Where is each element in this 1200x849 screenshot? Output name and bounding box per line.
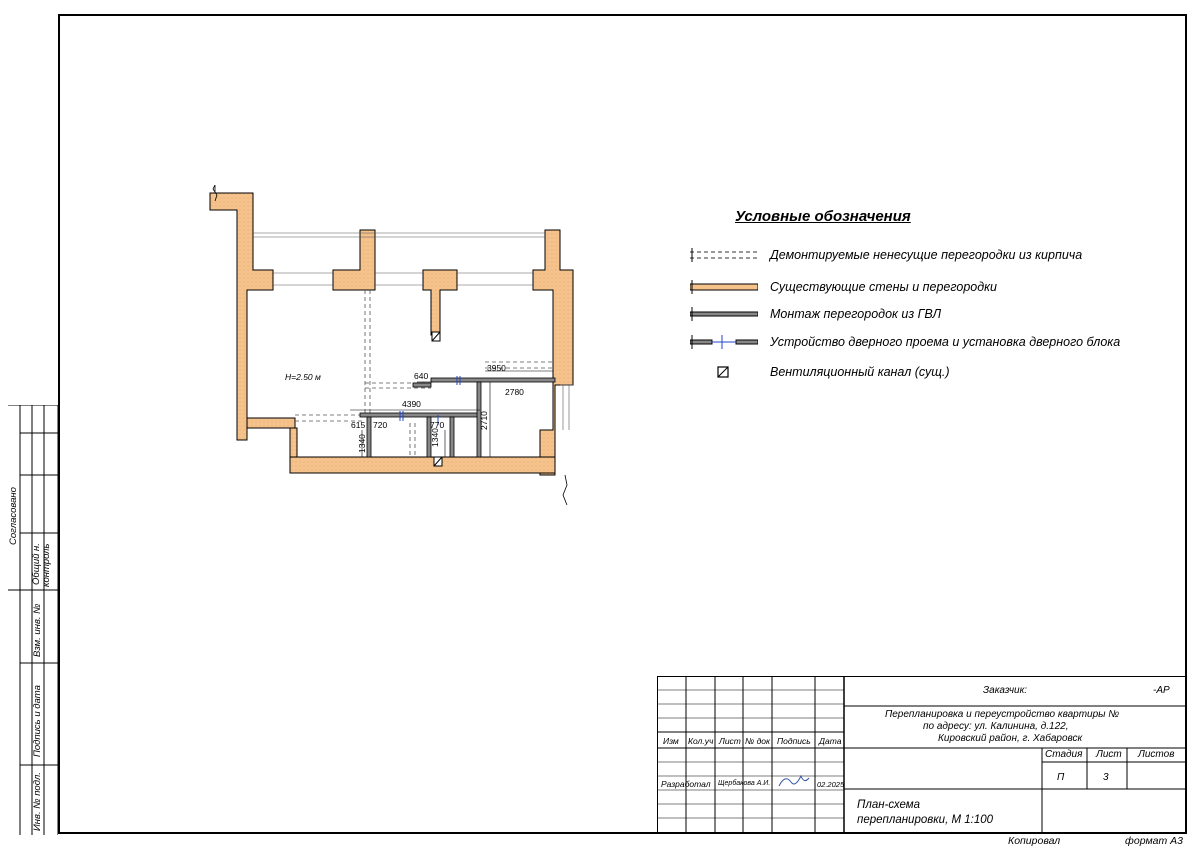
gvl-wall-symbol-icon bbox=[690, 307, 758, 321]
dim-4390: 4390 bbox=[402, 399, 421, 409]
developed-date: 02.2025 bbox=[817, 780, 845, 789]
dim-1340-a: 1340 bbox=[357, 434, 367, 453]
legend-item-door: Устройство дверного проема и установка д… bbox=[690, 332, 1120, 352]
project-line-2: по адресу: ул. Калинина, д.122, bbox=[923, 721, 1069, 732]
existing-wall-symbol-icon bbox=[690, 280, 758, 294]
dim-3950: 3950 bbox=[487, 363, 506, 373]
signature-icon bbox=[778, 774, 810, 787]
header-data: Дата bbox=[819, 736, 842, 746]
legend-label: Существующие стены и перегородки bbox=[770, 280, 997, 294]
sheets-label: Листов bbox=[1138, 749, 1175, 760]
floor-plan: H=2.50 м 640 3950 2780 4390 615 720 770 … bbox=[209, 185, 574, 506]
sheet-value: 3 bbox=[1103, 772, 1109, 783]
stamp-inv-podl: Инв. № подл. bbox=[32, 772, 43, 831]
wall-stub bbox=[246, 417, 296, 429]
legend-label: Демонтируемые ненесущие перегородки из к… bbox=[770, 248, 1083, 262]
drawing-title-1: План-схема bbox=[857, 799, 921, 811]
stamp-podpis-data: Подпись и дата bbox=[32, 685, 43, 757]
stamp-kontrol-2: контроль bbox=[41, 543, 52, 587]
footer-format: формат А3 bbox=[1125, 835, 1183, 847]
wall-column-1 bbox=[332, 229, 376, 291]
side-stamp bbox=[8, 405, 58, 835]
dim-720: 720 bbox=[373, 420, 387, 430]
dashed-wall-symbol-icon bbox=[690, 248, 758, 262]
header-podpis: Подпись bbox=[777, 736, 811, 746]
legend-label: Монтаж перегородок из ГВЛ bbox=[770, 307, 942, 321]
customer-label: Заказчик: bbox=[983, 685, 1028, 696]
project-line-1: Перепланировка и переустройство квартиры… bbox=[885, 709, 1120, 720]
wall-column-2 bbox=[422, 269, 458, 336]
stage-value: П bbox=[1057, 772, 1065, 783]
header-list: Лист bbox=[719, 736, 741, 746]
header-kol-uch: Кол.уч bbox=[688, 736, 714, 746]
side-stamp-labels: Согласовано Общий н. контроль Взм. инв. … bbox=[8, 405, 58, 833]
legend-item-gvl: Монтаж перегородок из ГВЛ bbox=[690, 304, 941, 324]
developed-label: Разработал bbox=[661, 779, 711, 789]
dim-615: 615 bbox=[351, 420, 365, 430]
legend-item-vent: Вентиляционный канал (сущ.) bbox=[690, 362, 950, 382]
room-height-label: H=2.50 м bbox=[285, 372, 321, 382]
project-line-3: Кировский район, г. Хабаровск bbox=[938, 733, 1083, 744]
legend-item-existing: Существующие стены и перегородки bbox=[690, 277, 997, 297]
legend-item-demolished: Демонтируемые ненесущие перегородки из к… bbox=[690, 245, 1082, 265]
wall-bottom bbox=[289, 456, 556, 474]
dim-2710: 2710 bbox=[479, 411, 489, 430]
legend-label: Вентиляционный канал (сущ.) bbox=[770, 365, 950, 379]
title-block-grid bbox=[657, 676, 1187, 834]
stage-label: Стадия bbox=[1045, 749, 1083, 760]
developer-name: Щербакова А.И. bbox=[718, 780, 771, 787]
header-izm: Изм bbox=[663, 736, 679, 746]
footer-copied: Копировал bbox=[1008, 835, 1061, 847]
wall-left bbox=[209, 192, 274, 441]
dim-640: 640 bbox=[414, 371, 428, 381]
sheet-label: Лист bbox=[1096, 749, 1122, 760]
wall-bottom-left bbox=[289, 427, 298, 458]
door-opening-symbol-icon bbox=[690, 335, 758, 349]
drawing-frame bbox=[58, 14, 1187, 834]
title-block: Изм Кол.уч Лист № док Подпись Дата Разра… bbox=[657, 676, 1187, 834]
document-code: -АР bbox=[1153, 685, 1170, 696]
stamp-soglasovano: Согласовано bbox=[8, 487, 19, 545]
drawing-title-2: перепланировки, М 1:100 bbox=[857, 814, 994, 826]
vent-duct-symbol-icon bbox=[717, 366, 729, 378]
dim-770: 770 bbox=[430, 420, 444, 430]
dim-1340-b: 1340 bbox=[430, 428, 440, 447]
header-n-dok: № док bbox=[745, 736, 771, 746]
legend-label: Устройство дверного проема и установка д… bbox=[770, 335, 1121, 349]
dim-2780: 2780 bbox=[505, 387, 524, 397]
stamp-vzam-inv: Взм. инв. № bbox=[32, 603, 43, 657]
wall-right bbox=[532, 229, 574, 476]
legend-title: Условные обозначения bbox=[735, 208, 911, 225]
